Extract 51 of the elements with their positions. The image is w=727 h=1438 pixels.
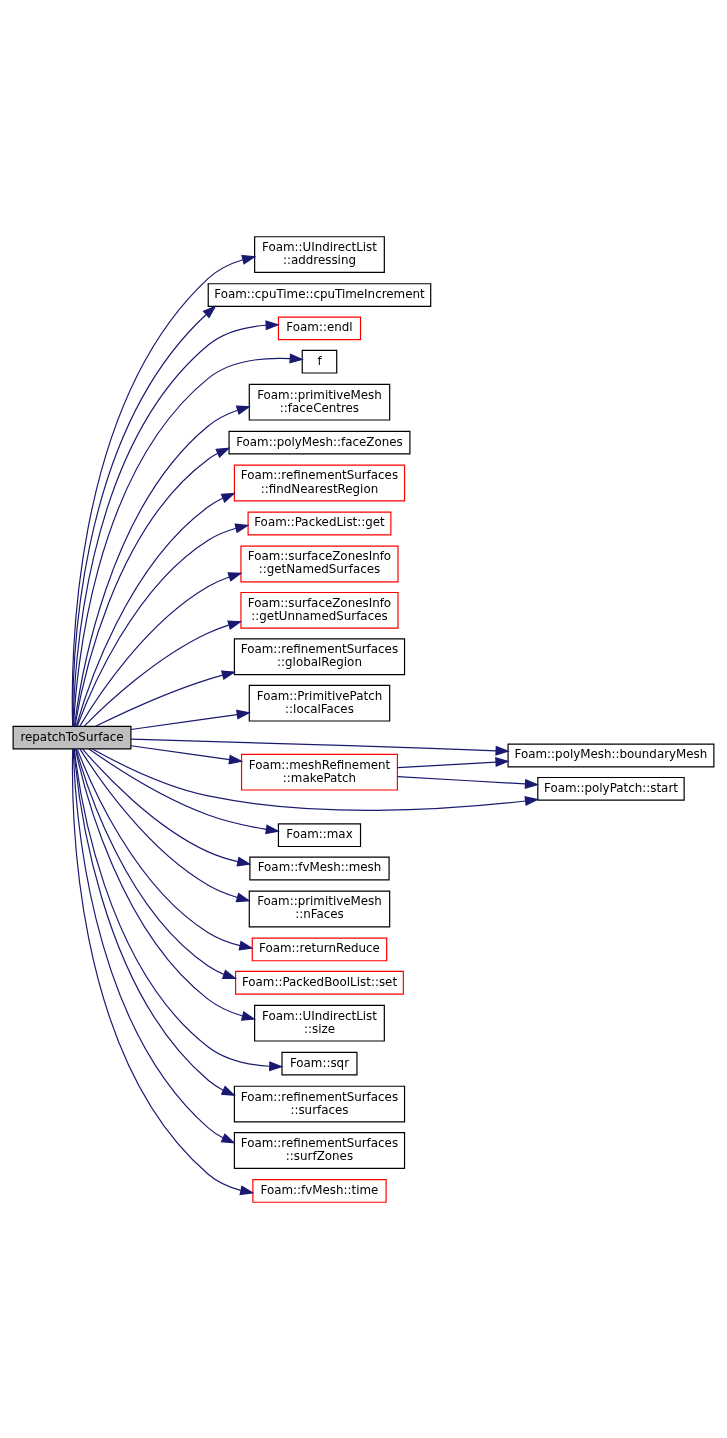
arrow — [75, 748, 237, 979]
arrow — [72, 319, 280, 727]
arrow — [73, 353, 304, 727]
node-box: Foam::returnReduce — [251, 937, 388, 961]
arrow — [83, 619, 243, 727]
arrow — [76, 748, 254, 950]
arrow — [130, 744, 244, 765]
node-box: Foam::sqr — [281, 1051, 358, 1076]
node-box: Foam::max — [277, 822, 362, 847]
arrow — [71, 747, 255, 1195]
node-box: Foam::refinementSurfaces ::surfaces — [233, 1085, 406, 1123]
node-box: Foam::polyMesh::boundaryMesh — [507, 743, 715, 767]
node-box: Foam::primitiveMesh ::faceCentres — [248, 383, 391, 421]
node-box: Foam::UIndirectList ::size — [254, 1004, 385, 1042]
node-box: repatchToSurface — [12, 725, 132, 750]
node-box: Foam::polyMesh::faceZones — [228, 430, 411, 454]
arrow — [73, 747, 284, 1071]
arrow — [88, 747, 280, 834]
node-box: Foam::fvMesh::mesh — [249, 856, 390, 880]
arrow — [72, 304, 217, 727]
arrow — [397, 775, 540, 789]
node-box: Foam::surfaceZonesInfo ::getNamedSurfaces — [240, 545, 399, 582]
node-box: Foam::surfaceZonesInfo ::getUnnamedSurfaces — [240, 591, 399, 629]
node-box: Foam::cpuTime::cpuTimeIncrement — [207, 282, 432, 307]
arrow — [91, 747, 540, 811]
arrow — [76, 522, 250, 727]
node-box: Foam::refinementSurfaces ::findNearestRegion — [233, 464, 406, 501]
node-box: Foam::PrimitivePatch ::localFaces — [248, 684, 391, 722]
arrow — [82, 747, 252, 866]
arrow — [130, 738, 510, 756]
arrow — [73, 405, 251, 727]
arrow — [397, 756, 510, 768]
node-box: Foam::refinementSurfaces ::surfZones — [233, 1131, 406, 1169]
node-box: Foam::meshRefinement ::makePatch — [240, 753, 398, 791]
node-box: Foam::refinementSurfaces ::globalRegion — [233, 637, 406, 675]
node-box: Foam::PackedBoolList::set — [235, 970, 404, 995]
node-box: Foam::PackedList::get — [247, 511, 392, 535]
node-box: Foam::endl — [277, 315, 362, 340]
arrow — [75, 492, 236, 727]
node-box: Foam::fvMesh::time — [252, 1178, 387, 1203]
node-box: Foam::polyPatch::start — [537, 776, 685, 801]
arrow — [79, 747, 251, 902]
arrow — [71, 254, 257, 727]
node-box: Foam::primitiveMesh ::nFaces — [248, 890, 391, 927]
arrow — [74, 447, 231, 727]
node-box: f — [301, 349, 338, 374]
node-box: Foam::UIndirectList ::addressing — [254, 235, 385, 273]
arrow — [130, 709, 251, 730]
arrow — [74, 748, 256, 1021]
arrow — [95, 669, 237, 727]
arrow — [79, 571, 243, 727]
